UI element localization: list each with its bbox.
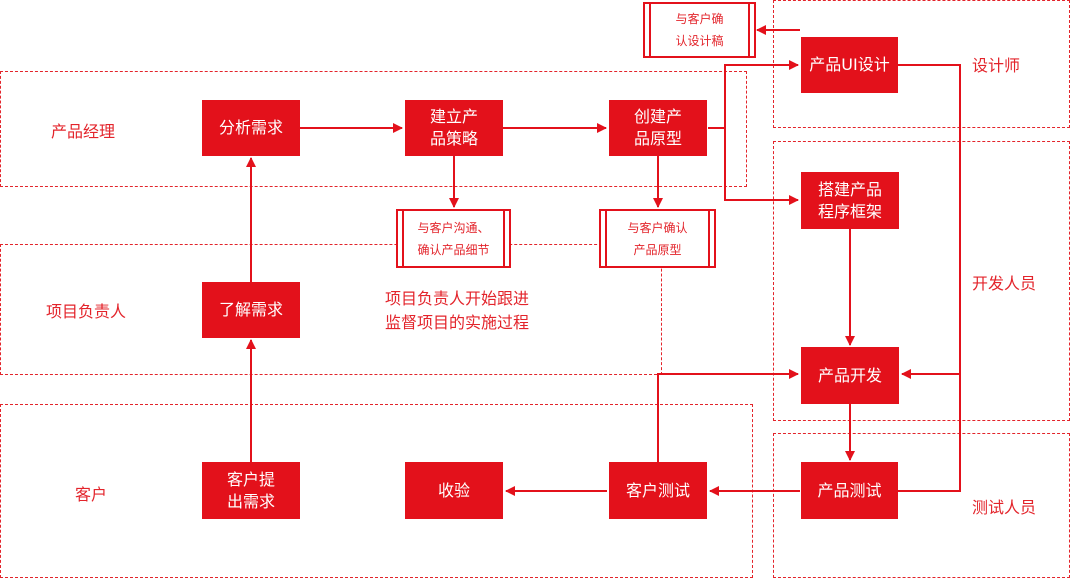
step-understand-requirements[interactable]: 了解需求	[202, 282, 300, 338]
step-build-framework[interactable]: 搭建产品 程序框架	[801, 172, 899, 229]
step-build-strategy[interactable]: 建立产 品策略	[405, 100, 503, 156]
lane-label-customer: 客户	[75, 485, 108, 504]
lane-label-project-lead: 项目负责人	[46, 302, 127, 321]
doc-communicate-details: 与客户沟通、 确认产品细节	[396, 209, 511, 268]
step-ui-design[interactable]: 产品UI设计	[801, 37, 898, 93]
lane-product-manager	[0, 71, 747, 187]
line-test-feedback	[898, 374, 961, 492]
lane-project-lead	[0, 244, 662, 375]
doc-communicate-details-text: 与客户沟通、 确认产品细节	[417, 220, 490, 257]
lane-label-developer: 开发人员	[972, 274, 1037, 293]
step-product-development[interactable]: 产品开发	[801, 347, 899, 404]
step-product-testing[interactable]: 产品测试	[801, 462, 898, 519]
arrow-customer-test-to-develop	[657, 369, 799, 462]
doc-confirm-design-text: 与客户确 认设计稿	[675, 12, 724, 48]
lane-label-designer: 设计师	[972, 56, 1021, 75]
arrow-ui-design-to-develop	[898, 64, 961, 379]
doc-confirm-prototype-text: 与客户确认 产品原型	[627, 220, 688, 257]
step-acceptance[interactable]: 收验	[405, 462, 503, 519]
step-customer-testing[interactable]: 客户测试	[609, 462, 707, 519]
step-analyze-requirements[interactable]: 分析需求	[202, 100, 300, 156]
step-customer-submits[interactable]: 客户提 出需求	[202, 462, 300, 519]
lane-label-product-manager: 产品经理	[51, 122, 116, 141]
lane-label-tester: 测试人员	[972, 498, 1037, 517]
arrow-prototype-to-framework	[724, 128, 799, 205]
doc-confirm-design: 与客户确 认设计稿	[643, 2, 756, 58]
step-create-prototype[interactable]: 创建产 品原型	[609, 100, 707, 156]
doc-confirm-prototype: 与客户确认 产品原型	[599, 209, 716, 268]
project-lead-note: 项目负责人开始跟进 监督项目的实施过程	[385, 289, 530, 332]
arrow-prototype-to-ui-design	[708, 60, 799, 129]
